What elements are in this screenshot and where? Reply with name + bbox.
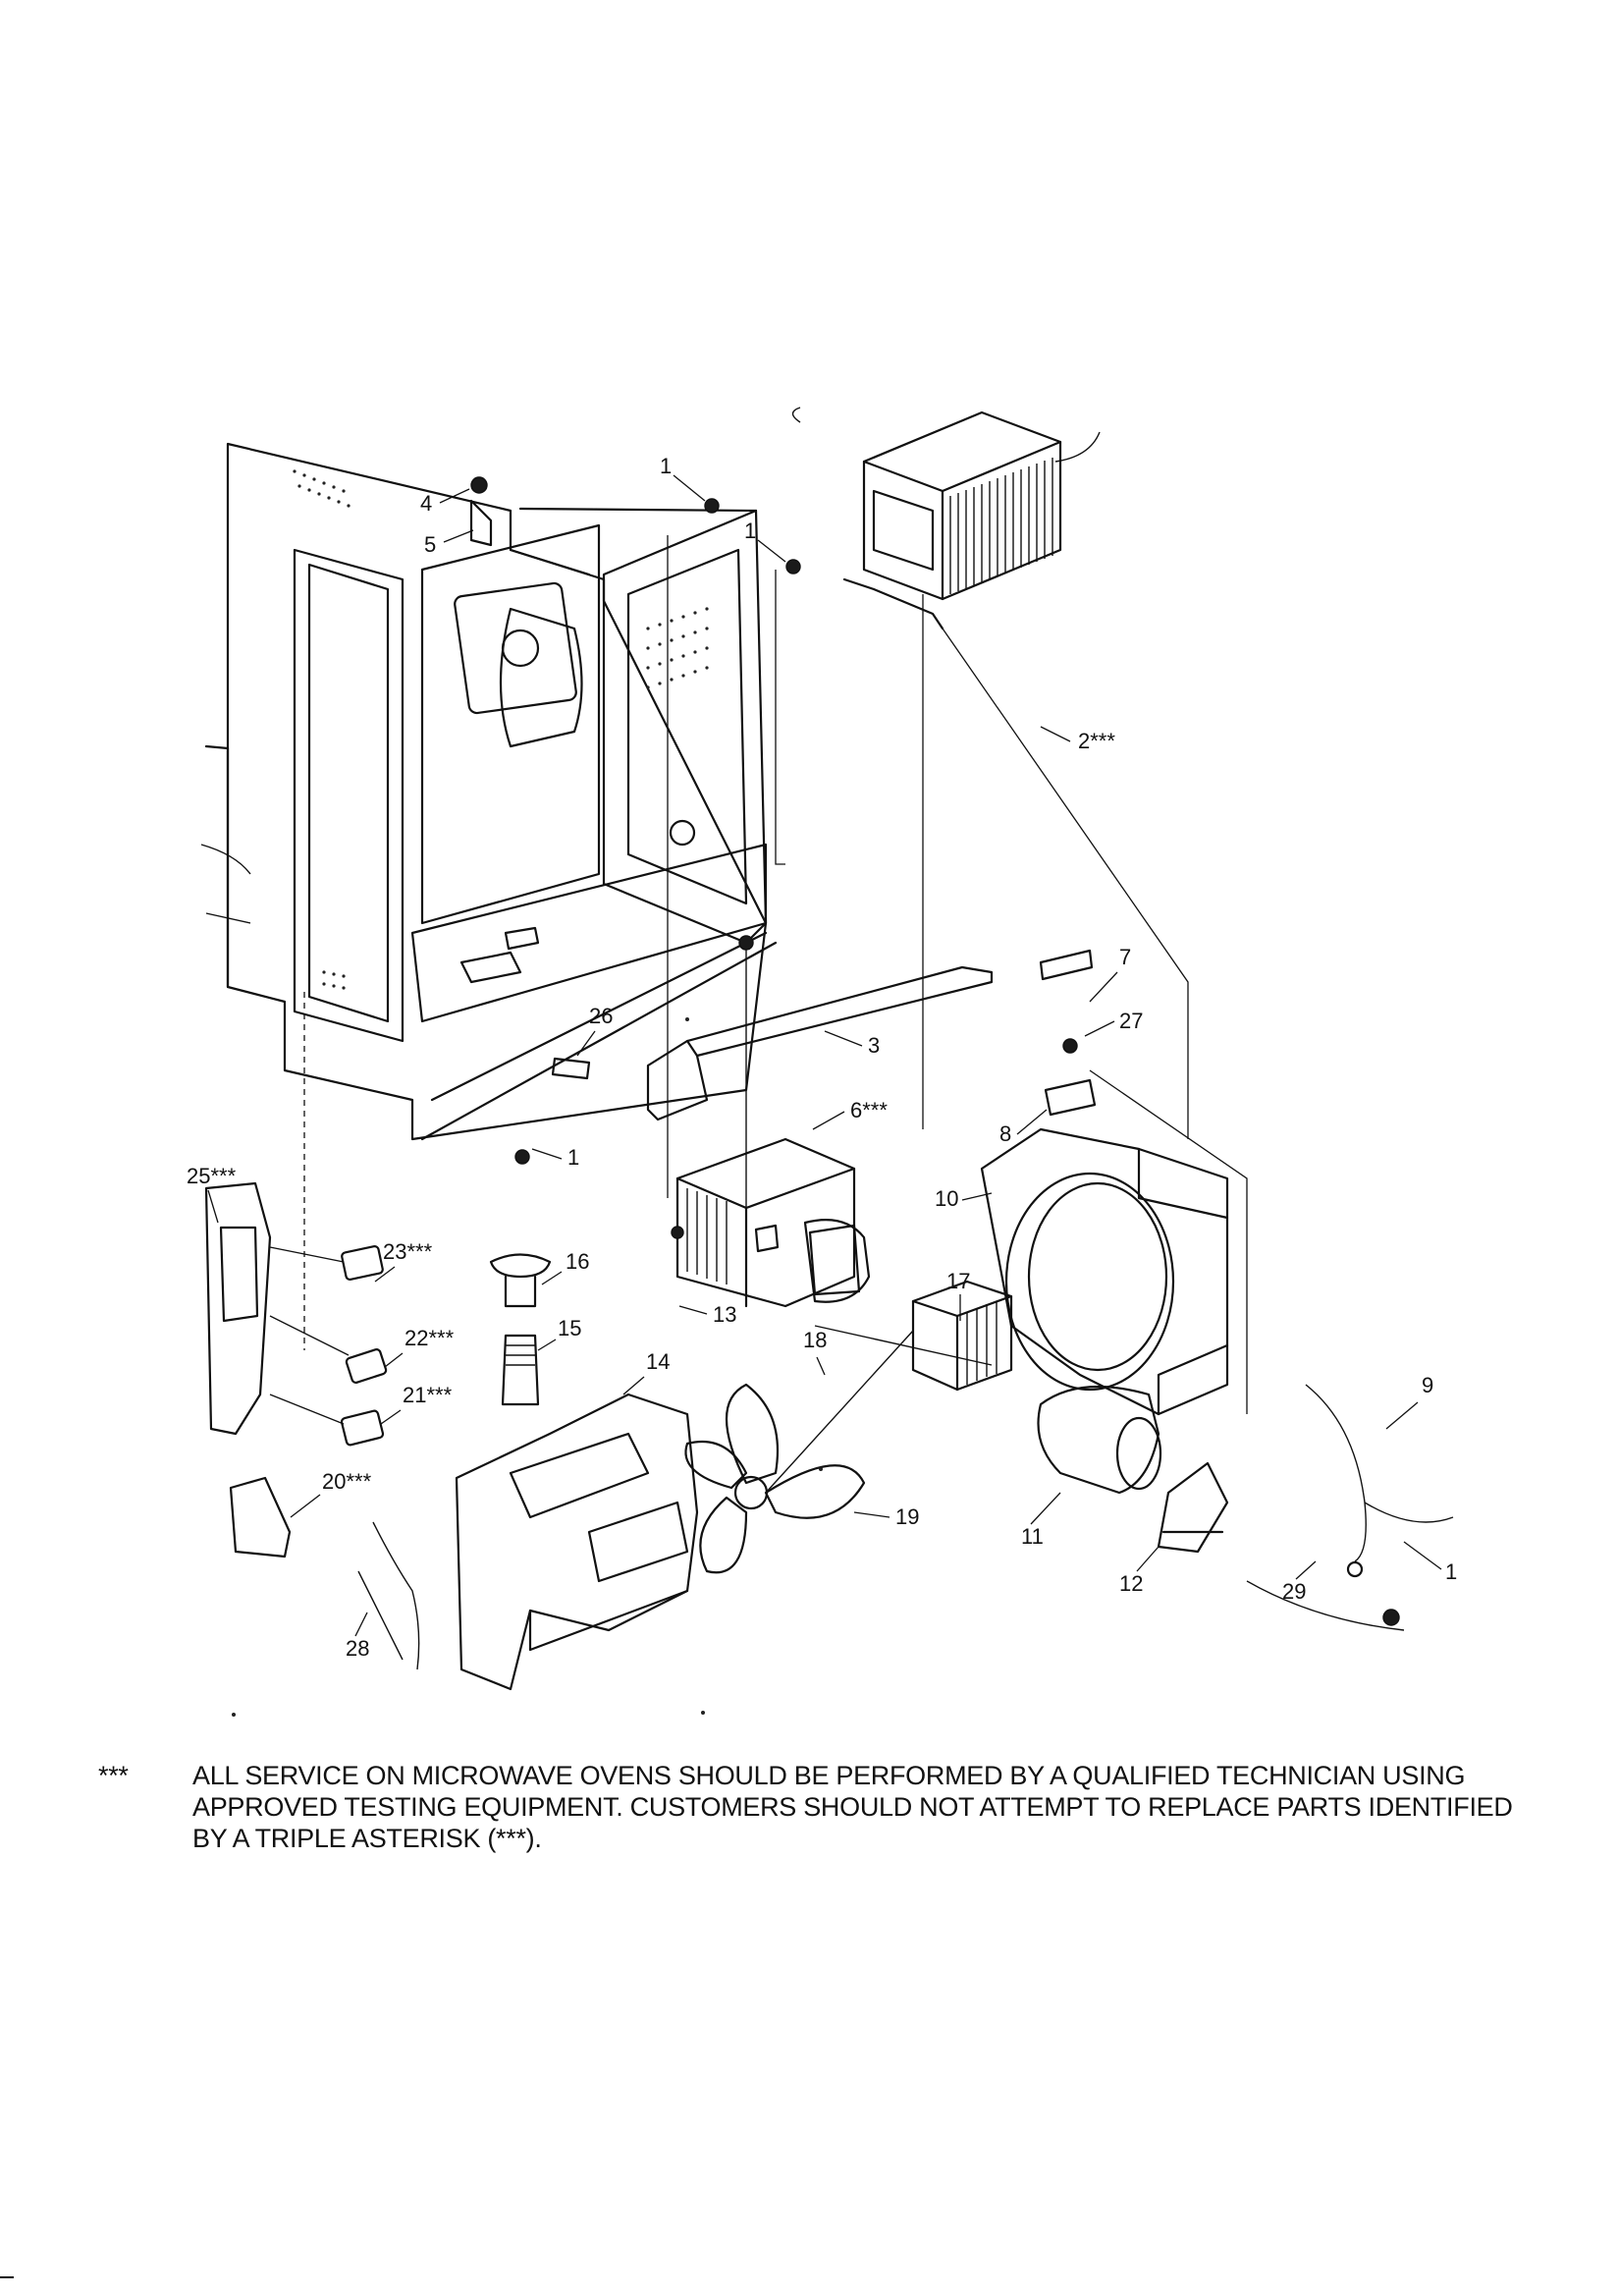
callout-16: 16 bbox=[566, 1249, 589, 1274]
callout-13: 13 bbox=[713, 1302, 736, 1327]
callout-1b: 1 bbox=[744, 519, 756, 543]
magnetron bbox=[675, 1137, 871, 1308]
assembly-reference-lines bbox=[303, 535, 1248, 1414]
callout-1d: 1 bbox=[1445, 1559, 1457, 1584]
callout-6: 6*** bbox=[850, 1098, 888, 1122]
callout-14: 14 bbox=[646, 1349, 670, 1374]
fan-duct bbox=[980, 1127, 1229, 1416]
callout-27: 27 bbox=[1119, 1009, 1143, 1033]
callout-1c: 1 bbox=[567, 1145, 579, 1170]
callout-25: 25*** bbox=[187, 1164, 237, 1188]
part-callouts: 4 5 1 1 2*** 7 27 3 6*** 26 1 8 10 25***… bbox=[187, 454, 1457, 1661]
callout-8: 8 bbox=[999, 1121, 1011, 1146]
high-voltage-capacitor bbox=[1037, 1385, 1229, 1554]
callout-26: 26 bbox=[589, 1004, 613, 1028]
callout-11: 11 bbox=[1021, 1524, 1044, 1549]
callout-1a: 1 bbox=[660, 454, 672, 478]
footnote-marker: *** bbox=[98, 1761, 129, 1790]
callout-7: 7 bbox=[1119, 945, 1131, 969]
interlock-switches bbox=[269, 1244, 388, 1447]
callout-28: 28 bbox=[346, 1636, 369, 1661]
callout-17: 17 bbox=[946, 1269, 970, 1293]
callout-9: 9 bbox=[1422, 1373, 1433, 1397]
high-voltage-transformer bbox=[791, 407, 1101, 630]
callout-22: 22*** bbox=[404, 1326, 455, 1350]
print-specks bbox=[232, 1017, 823, 1717]
control-bracket bbox=[455, 1393, 699, 1691]
footnote-text: ALL SERVICE ON MICROWAVE OVENS SHOULD BE… bbox=[192, 1761, 1513, 1853]
callout-23: 23*** bbox=[383, 1239, 433, 1264]
screws bbox=[469, 476, 1400, 1626]
page-edge-mark bbox=[0, 2276, 14, 2278]
oven-cavity-chassis bbox=[200, 442, 778, 1141]
fan-motor bbox=[911, 1280, 1013, 1392]
turntable-coupler bbox=[489, 1253, 552, 1406]
base-bracket bbox=[646, 965, 994, 1121]
wire-leads bbox=[357, 1384, 1454, 1670]
callout-20: 20*** bbox=[322, 1469, 372, 1494]
callout-18: 18 bbox=[803, 1328, 827, 1352]
callout-29: 29 bbox=[1282, 1579, 1306, 1604]
callout-10: 10 bbox=[935, 1186, 958, 1211]
callout-4: 4 bbox=[420, 491, 432, 516]
callout-2: 2*** bbox=[1078, 729, 1115, 753]
door-latch-assembly bbox=[204, 1181, 272, 1436]
callout-3: 3 bbox=[868, 1033, 880, 1058]
latch-lever bbox=[229, 1476, 292, 1558]
callout-19: 19 bbox=[895, 1504, 919, 1529]
callout-15: 15 bbox=[558, 1316, 581, 1340]
callout-5: 5 bbox=[424, 532, 436, 557]
callout-21: 21*** bbox=[403, 1383, 453, 1407]
fan-blade bbox=[684, 1330, 914, 1574]
callout-12: 12 bbox=[1119, 1571, 1143, 1596]
